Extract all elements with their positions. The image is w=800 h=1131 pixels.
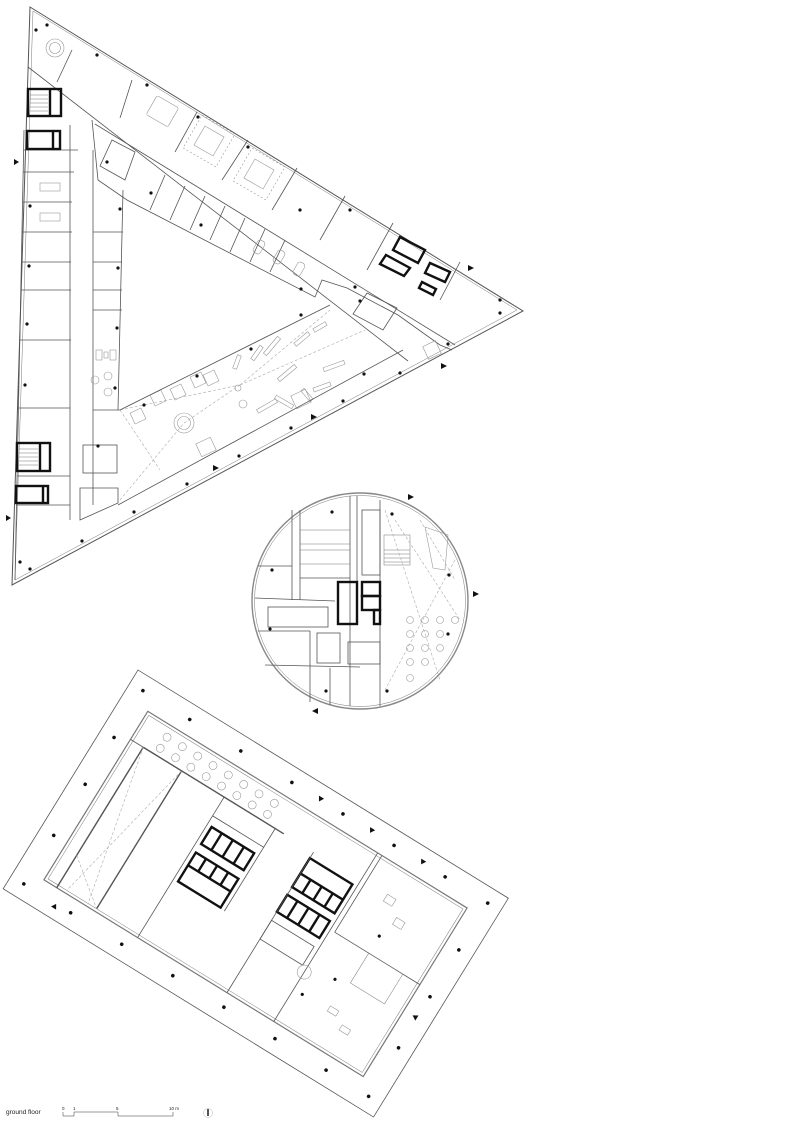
triangular-building — [6, 6, 525, 586]
drawing-title: ground floor — [6, 1109, 41, 1116]
scale-tick-5: 5 — [116, 1106, 119, 1111]
rectangular-building — [2, 669, 509, 1118]
scale-tick-0: 0 — [62, 1106, 65, 1111]
scale-tick-1: 1 — [73, 1106, 76, 1111]
north-arrow-icon — [203, 1108, 213, 1118]
scale-bar — [62, 1111, 174, 1117]
circular-building — [251, 492, 479, 714]
scale-tick-10: 10 m — [169, 1106, 180, 1111]
